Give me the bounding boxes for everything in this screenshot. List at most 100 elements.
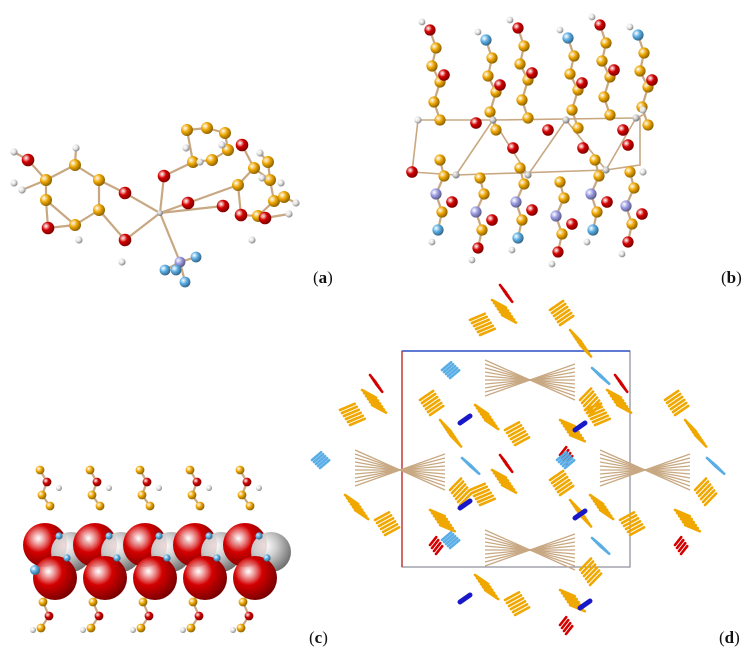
oxygen-stack xyxy=(677,541,687,553)
oxygen-atom xyxy=(216,199,230,213)
carbon-stack xyxy=(583,402,602,412)
nitrogen-atom xyxy=(55,532,63,540)
carbon-stack xyxy=(673,404,690,417)
nitrogen-stack xyxy=(446,366,459,378)
nitrogen-atom xyxy=(190,251,202,263)
carbon-atom xyxy=(137,490,147,500)
hydrogen-atom xyxy=(583,238,591,246)
carbon-stack xyxy=(550,472,567,485)
hydrogen-atom xyxy=(256,485,262,491)
oxygen-stack xyxy=(374,382,384,394)
carbon-stack xyxy=(448,433,463,448)
carbon-stack xyxy=(587,408,606,418)
carbon-stack xyxy=(596,505,613,518)
carbon-atom xyxy=(238,597,248,607)
carbon-atom xyxy=(135,465,145,475)
oxygen-atom xyxy=(424,24,436,36)
carbon-stack xyxy=(498,310,516,321)
carbon-stack xyxy=(428,508,447,518)
oxygen-stack xyxy=(619,382,629,394)
carbon-stack xyxy=(611,397,629,408)
carbon-stack xyxy=(697,483,712,498)
oxygen-atom xyxy=(446,196,458,208)
carbon-stack xyxy=(492,471,510,482)
carbon-atom xyxy=(518,178,530,190)
carbon-stack xyxy=(568,433,587,443)
molecule-structure-a xyxy=(10,122,300,288)
carbon-stack xyxy=(605,388,623,399)
carbon-atom xyxy=(478,188,490,200)
nitrogen-stack xyxy=(468,464,481,476)
carbon-atom xyxy=(436,206,448,218)
oxygen-atom xyxy=(33,556,77,600)
oxygen-atom xyxy=(608,64,620,76)
hydrogen-atom xyxy=(418,18,426,26)
nitrogen-atom xyxy=(163,554,171,562)
oxygen-atom xyxy=(576,77,588,89)
carbon-atom xyxy=(596,55,608,67)
carbon-stack xyxy=(699,486,714,501)
carbon-stack xyxy=(591,414,610,424)
nitrogen-atom xyxy=(263,554,271,562)
carbon-stack xyxy=(434,517,453,527)
carbon-stack xyxy=(377,517,395,528)
carbon-stack xyxy=(613,400,631,411)
oxygen-stack xyxy=(675,538,685,550)
carbon-stack xyxy=(338,402,357,412)
oxygen-atom xyxy=(512,22,524,34)
carbon-stack xyxy=(505,424,523,435)
nitrogen-stack xyxy=(310,450,323,462)
nitrogen-atom xyxy=(585,188,597,200)
nitrogen-stack xyxy=(316,456,329,468)
carbon-stack xyxy=(578,343,593,358)
oxygen-atom xyxy=(144,611,154,621)
hydrogen-atom xyxy=(56,485,62,491)
carbon-stack xyxy=(344,411,363,421)
carbon-stack xyxy=(562,594,581,604)
bond xyxy=(158,211,182,264)
carbon-stack xyxy=(450,480,465,495)
carbon-stack xyxy=(671,401,688,414)
carbon-atom xyxy=(245,501,255,511)
carbon-atom xyxy=(87,490,97,500)
carbon-stack xyxy=(476,324,495,334)
bond-bundle xyxy=(599,453,691,487)
carbon-stack xyxy=(500,313,518,324)
crystal-packing-d xyxy=(310,283,726,636)
carbon-atom xyxy=(638,47,650,59)
hydrogen-atom xyxy=(248,236,256,244)
hydrogen-atom xyxy=(218,141,226,149)
oxygen-atom xyxy=(44,611,54,621)
carbon-stack xyxy=(479,582,496,595)
oxygen-atom xyxy=(470,117,482,129)
carbon-stack xyxy=(468,482,487,492)
carbon-atom xyxy=(93,174,105,186)
hydrogen-atom xyxy=(474,28,482,36)
hydrogen-atom xyxy=(10,148,18,156)
carbon-stack xyxy=(490,468,508,479)
carbon-stack xyxy=(381,523,399,534)
hydrogen-atom xyxy=(30,627,36,633)
carbon-stack xyxy=(481,585,498,598)
carbon-stack xyxy=(618,511,636,522)
carbon-stack xyxy=(360,388,378,399)
oxygen-atom xyxy=(157,169,171,183)
oxygen-atom xyxy=(636,208,648,220)
oxygen-stack xyxy=(434,544,444,556)
carbon-stack xyxy=(564,427,583,437)
carbon-atom xyxy=(634,65,646,77)
carbon-stack xyxy=(494,474,512,485)
carbon-stack xyxy=(695,480,710,495)
carbon-stack xyxy=(432,514,451,524)
carbon-atom xyxy=(235,465,245,475)
nitrogen-stack xyxy=(561,456,574,468)
carbon-stack xyxy=(483,588,500,601)
nitrogen-atom xyxy=(480,34,492,46)
carbon-stack xyxy=(474,321,493,331)
carbon-atom xyxy=(86,623,96,633)
carbon-atom xyxy=(426,60,438,72)
carbon-stack xyxy=(580,390,595,405)
carbon-atom xyxy=(206,154,218,166)
nitrogen-atom xyxy=(179,276,191,288)
carbon-stack xyxy=(490,298,508,309)
